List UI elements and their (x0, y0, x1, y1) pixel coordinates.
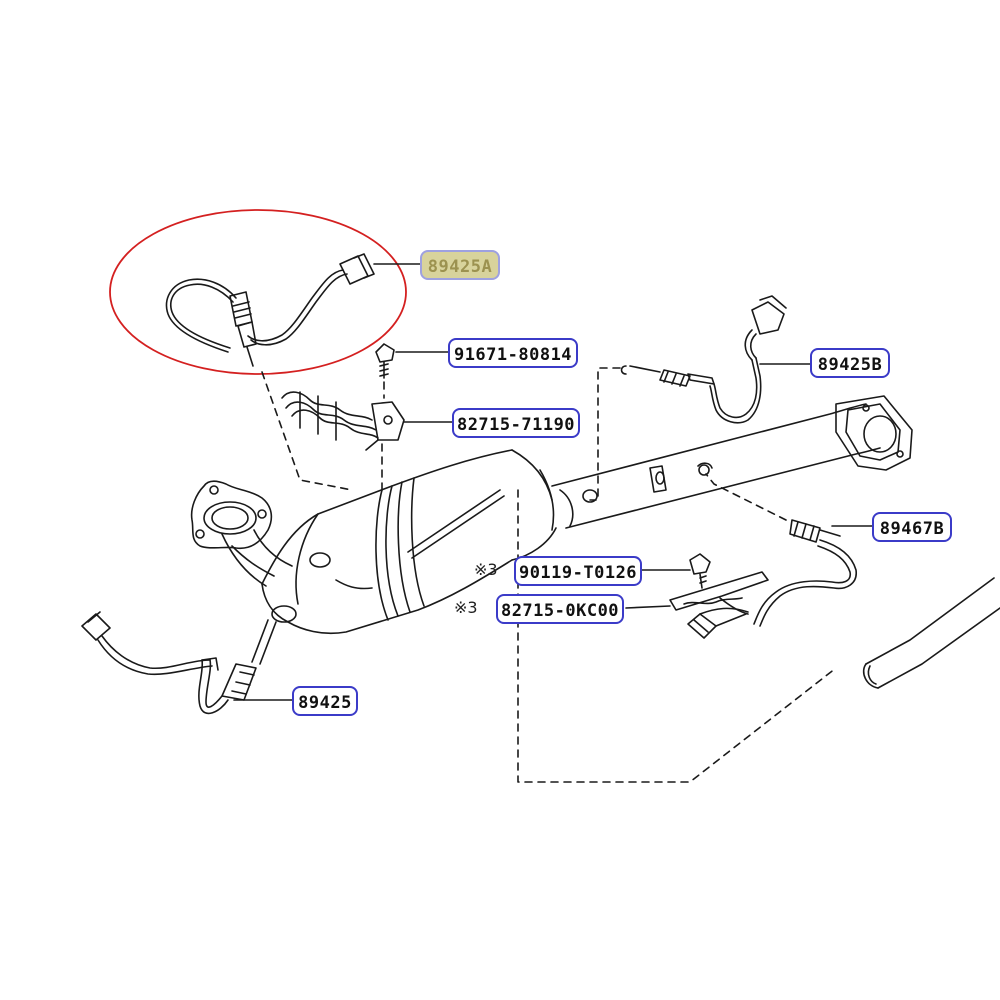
part-label-82715-0kc00[interactable]: 82715-0KC00 (496, 594, 624, 624)
leader-89425a (261, 371, 353, 491)
bolt-91671-80814[interactable] (375, 343, 449, 379)
part-label-89425b[interactable]: 89425B (810, 348, 890, 378)
exhaust-pipe[interactable] (551, 395, 913, 529)
highlight-circle (109, 209, 407, 375)
part-label-89425[interactable]: 89425 (292, 686, 358, 716)
oxygen-sensor-89425a[interactable] (165, 253, 421, 367)
part-label-91671-80814[interactable]: 91671-80814 (448, 338, 578, 368)
clamp-90119-t0126[interactable] (641, 553, 711, 589)
tail-pipe[interactable] (862, 577, 1000, 689)
leader-routing (517, 489, 837, 783)
bracket-82715-0kc00[interactable] (625, 571, 769, 639)
note-mark-2: ※3 (454, 598, 478, 617)
part-label-82715-71190[interactable]: 82715-71190 (452, 408, 580, 438)
leader-89467b (705, 473, 787, 521)
note-mark-1: ※3 (474, 560, 498, 579)
oxygen-sensor-89425b[interactable] (620, 295, 811, 424)
leader-89425b (589, 367, 621, 501)
catalytic-converter[interactable] (190, 449, 557, 635)
air-fuel-sensor-89467b[interactable] (753, 519, 873, 627)
wire-bracket-82715-71190[interactable] (281, 391, 453, 451)
part-label-90119-t0126[interactable]: 90119-T0126 (514, 556, 642, 586)
oxygen-sensor-89425[interactable] (81, 611, 293, 715)
part-label-89467b[interactable]: 89467B (872, 512, 952, 542)
part-label-89425a[interactable]: 89425A (420, 250, 500, 280)
